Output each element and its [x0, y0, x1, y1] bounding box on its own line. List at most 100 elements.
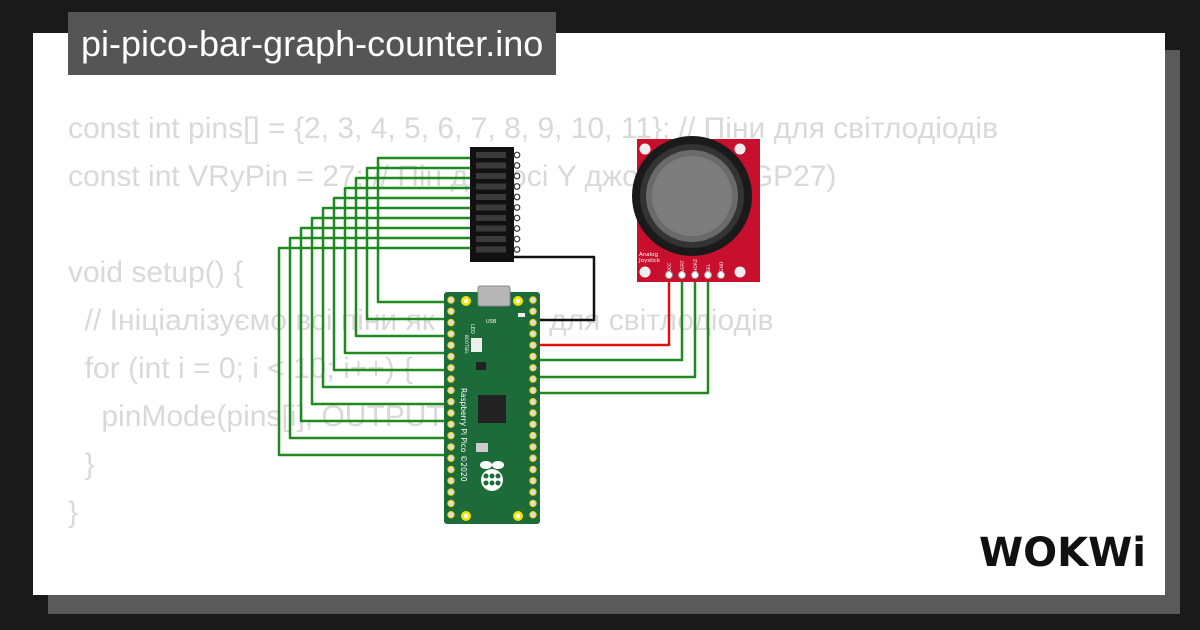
wires	[277, 156, 710, 457]
gpio-pin	[529, 386, 537, 395]
mounting-hole-center	[515, 513, 521, 519]
code-line: }	[68, 496, 79, 529]
gpio-pin	[447, 375, 455, 383]
code-line: void setup() {	[68, 256, 244, 289]
board-text: Raspberry Pi Pico ©2020	[459, 388, 468, 482]
bootsel-label: BOOTSEL	[464, 335, 469, 354]
gpio-pin	[529, 443, 537, 451]
led-wire	[332, 196, 470, 372]
vert-wire	[540, 272, 684, 362]
logo-seed	[483, 473, 489, 479]
led-wire	[310, 216, 470, 406]
rp2040-chip	[478, 395, 506, 423]
gpio-pin	[529, 499, 537, 508]
bar-pin	[513, 214, 521, 222]
mounting-hole-center	[463, 513, 469, 519]
bar-pin	[513, 183, 521, 190]
joystick-hole	[734, 143, 746, 155]
logo-seed	[495, 480, 501, 486]
bar-segment	[476, 225, 506, 232]
status-led	[518, 313, 525, 317]
gpio-pin	[529, 431, 537, 440]
led-wire	[343, 186, 470, 355]
gpio-pin	[447, 511, 455, 519]
bootsel-button	[471, 338, 482, 352]
logo-seed	[489, 480, 495, 486]
logo-text: WOKWi	[979, 530, 1146, 576]
joystick-hole	[734, 266, 746, 278]
logo-body	[481, 469, 503, 491]
logo-leaf	[480, 461, 492, 469]
joystick-label: Analog	[639, 252, 658, 258]
joystick-pin-label: VCC	[667, 263, 673, 272]
code-line: const int pins[] = {2, 3, 4, 5, 6, 7, 8,…	[68, 112, 999, 145]
gpio-pin	[529, 465, 537, 474]
horz-wire	[540, 272, 697, 379]
gpio-pin	[447, 477, 455, 485]
led-wire	[354, 176, 470, 338]
led-bar-graph	[470, 147, 521, 262]
bar-segment	[476, 152, 506, 158]
gpio-pin	[529, 330, 537, 338]
joystick-pin	[704, 271, 712, 279]
logo-seed	[495, 473, 501, 479]
gpio-pin	[529, 352, 537, 361]
usb-connector	[477, 285, 511, 307]
gpio-pin	[447, 330, 455, 338]
preview-card: const int pins[] = {2, 3, 4, 5, 6, 7, 8,…	[33, 33, 1165, 595]
joystick-label: Joystick	[638, 258, 661, 264]
logo-leaf	[492, 461, 504, 469]
gpio-pin	[529, 511, 537, 519]
code-preview: const int pins[] = {2, 3, 4, 5, 6, 7, 8,…	[68, 105, 998, 595]
gpio-pin	[529, 454, 537, 462]
gpio-pin	[447, 296, 455, 304]
gpio-pin	[529, 409, 537, 417]
bar-pin	[513, 162, 521, 169]
bar-segment	[476, 194, 506, 200]
flash-chip	[476, 362, 486, 370]
bar-segment	[476, 215, 506, 221]
gpio-pin	[447, 318, 455, 327]
bar-pin	[513, 193, 521, 201]
raspberry-logo	[480, 461, 504, 491]
gpio-pin	[447, 420, 455, 428]
joystick-pin-label: VERT	[680, 260, 686, 272]
joystick-pin-label: GND	[719, 261, 725, 272]
gpio-pin	[447, 454, 455, 462]
led-label: LED	[469, 324, 475, 334]
joystick-pin-label: HORZ	[693, 259, 699, 272]
bar-pin	[513, 246, 521, 253]
gpio-pin	[529, 318, 537, 327]
joystick-cap	[652, 156, 732, 236]
usb-label: USB	[486, 319, 497, 325]
led-wire	[376, 156, 470, 304]
gpio-pin	[447, 352, 455, 361]
bar-segment	[476, 204, 506, 211]
gpio-pin	[447, 386, 455, 395]
logo-seed	[489, 473, 495, 479]
mounting-hole-center	[463, 298, 469, 304]
led-wire	[288, 236, 470, 440]
gpio-pin	[447, 398, 455, 406]
led-wire	[365, 166, 470, 321]
bar-segment	[476, 173, 506, 179]
joystick-pin	[665, 271, 673, 279]
bar-segment	[476, 183, 506, 190]
joystick-pin-label: SEL	[706, 263, 712, 272]
bar-segment	[476, 246, 506, 253]
bar-pin	[513, 235, 521, 243]
joystick-pin	[678, 271, 686, 279]
code-line: }	[68, 448, 95, 481]
gpio-pin	[529, 398, 537, 406]
gpio-pin	[529, 420, 537, 428]
vcc-wire	[540, 272, 671, 347]
gpio-pin	[529, 341, 537, 349]
led-wire	[321, 206, 470, 389]
project-title[interactable]: pi-pico-bar-graph-counter.ino	[68, 12, 557, 75]
wokwi-logo[interactable]: WOKWi	[975, 526, 1147, 576]
joystick-hole	[639, 266, 651, 278]
gpio-pin	[447, 307, 455, 315]
gpio-pin	[447, 465, 455, 474]
